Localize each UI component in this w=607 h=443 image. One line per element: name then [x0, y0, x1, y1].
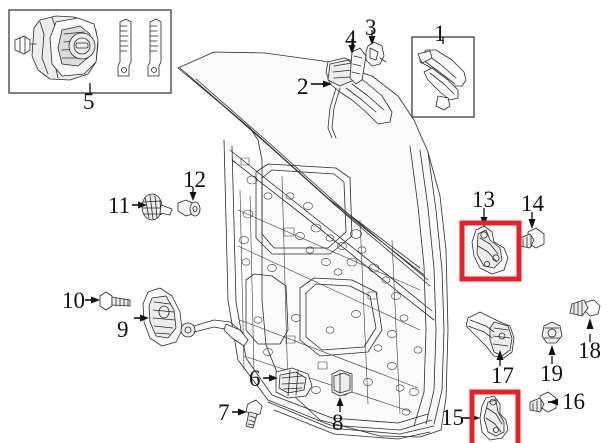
callout-number-6: 6 — [249, 366, 261, 391]
callout-number-8: 8 — [332, 410, 344, 435]
part-hinge-bolt-upper — [519, 212, 545, 249]
part-door-check-assembly — [465, 311, 515, 366]
door-handle-inset-box — [411, 36, 475, 118]
callout-number-4: 4 — [345, 26, 357, 51]
callout-number-13: 13 — [472, 187, 495, 212]
callout-number-14: 14 — [521, 191, 544, 216]
callout-number-18: 18 — [578, 338, 601, 363]
front-door-shell-panel — [177, 51, 449, 440]
part-actuator-screw — [85, 291, 131, 311]
highlight-part-15 — [469, 389, 521, 443]
callout-number-3: 3 — [365, 15, 377, 40]
part-handle-retainer-strip — [348, 39, 367, 85]
part-check-nut — [541, 321, 563, 364]
part-striker-bolt — [232, 399, 263, 429]
callout-number-11: 11 — [108, 193, 131, 218]
part-door-stopper-bumper — [331, 369, 353, 412]
callout-number-12: 12 — [183, 167, 206, 192]
part-hinge-bolt-lower — [529, 391, 558, 413]
part-check-pin-bolt — [177, 187, 201, 217]
callout-number-9: 9 — [117, 317, 129, 342]
callout-number-1: 1 — [434, 21, 446, 46]
callout-number-17: 17 — [491, 363, 514, 388]
part-upper-door-hinge — [471, 208, 509, 275]
callout-number-7: 7 — [218, 400, 230, 425]
callout-number-15: 15 — [441, 405, 464, 430]
callout-number-10: 10 — [62, 288, 85, 313]
highlight-part-13 — [459, 220, 522, 282]
part-handle-base-bracket — [311, 57, 393, 139]
part-door-lock-actuator-assembly — [134, 287, 249, 347]
callout-number-19: 19 — [540, 361, 563, 386]
callout-number-5: 5 — [83, 89, 95, 114]
callout-number-2: 2 — [297, 74, 309, 99]
callout-number-16: 16 — [562, 389, 585, 414]
part-handle-clip-small — [365, 30, 387, 67]
part-check-mounting-bolt — [569, 299, 601, 342]
highlight-boxes-layer — [459, 220, 522, 443]
part-door-latch-striker — [263, 367, 313, 399]
part-door-check-bushing — [132, 193, 173, 221]
lock-cylinder-inset-box — [8, 9, 172, 94]
part-lower-door-hinge — [462, 395, 509, 441]
